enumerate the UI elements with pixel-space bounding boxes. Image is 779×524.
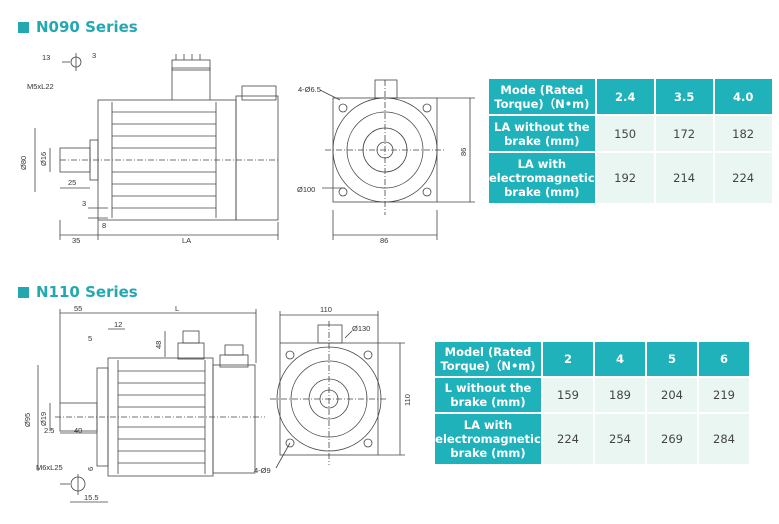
n110-dim-m6: M6xL25 xyxy=(36,463,63,472)
n110-torque-2: 4 xyxy=(595,342,645,376)
n110-dim-2-5: 2.5 xyxy=(44,426,54,435)
n090-row2-label: LA with electromagnetic brake (mm) xyxy=(489,153,595,203)
n090-row2-val1: 192 xyxy=(596,153,654,203)
n110-dim-110-vertical: 110 xyxy=(403,394,412,406)
n110-dim-phi19: Ø19 xyxy=(39,412,48,426)
n110-row2-val1: 224 xyxy=(543,414,593,464)
n110-dim-6: 6 xyxy=(86,467,95,471)
n090-row1-val2: 172 xyxy=(655,116,713,151)
n090-dim-86-horizontal: 86 xyxy=(380,236,388,245)
n110-torque-1: 2 xyxy=(543,342,593,376)
n110-row1-val2: 189 xyxy=(595,378,645,412)
n090-torque-2: 3.5 xyxy=(655,79,713,114)
n090-row1-val3: 182 xyxy=(714,116,772,151)
n090-torque-3: 4.0 xyxy=(714,79,772,114)
n110-dim-12: 12 xyxy=(114,320,122,329)
n110-dim-5: 5 xyxy=(88,334,92,343)
n110-row2-val4: 284 xyxy=(699,414,749,464)
n110-row1-val3: 204 xyxy=(647,378,697,412)
n110-section-title: N110 Series xyxy=(18,283,138,301)
n090-dim-25: 25 xyxy=(68,178,76,187)
n090-torque-1: 2.4 xyxy=(596,79,654,114)
n110-row1-val4: 219 xyxy=(699,378,749,412)
n110-torque-3: 5 xyxy=(647,342,697,376)
n090-dim-86-vertical: 86 xyxy=(459,148,468,156)
n110-torque-4: 6 xyxy=(699,342,749,376)
n090-row2-val2: 214 xyxy=(655,153,713,203)
n110-dim-110-horizontal: 110 xyxy=(320,305,332,314)
n090-dim-8: 8 xyxy=(102,221,106,230)
n110-spec-table: Model (Rated Torque)（N•m) 2 4 5 6 L with… xyxy=(433,340,751,466)
n110-dim-15-5: 15.5 xyxy=(84,493,99,502)
n110-dim-40: 40 xyxy=(74,426,82,435)
n090-dim-35: 35 xyxy=(72,236,80,245)
n090-row1-val1: 150 xyxy=(596,116,654,151)
n110-title-text: N110 Series xyxy=(36,283,138,301)
n110-dim-55: 55 xyxy=(74,304,82,313)
n110-dim-l: L xyxy=(175,304,179,313)
n090-title-text: N090 Series xyxy=(36,18,138,36)
n090-dim-phi16: Ø16 xyxy=(39,152,48,166)
n090-header-label: Mode (Rated Torque)（N•m) xyxy=(489,79,595,114)
n090-dim-3-top: 3 xyxy=(92,51,96,60)
n090-dim-holes: 4-Ø6.5 xyxy=(298,85,321,94)
n090-dim-phi100: Ø100 xyxy=(297,185,315,194)
n090-dim-phi80: Ø80 xyxy=(19,156,28,170)
n110-dim-48: 48 xyxy=(154,341,163,349)
n110-row2-label: LA with electromagnetic brake (mm) xyxy=(435,414,541,464)
n110-dim-phi95: Ø95 xyxy=(23,413,32,427)
n110-dim-phi130: Ø130 xyxy=(352,324,370,333)
n110-row2-val3: 269 xyxy=(647,414,697,464)
n110-dim-holes: 4-Ø9 xyxy=(254,466,271,475)
n110-row2-val2: 254 xyxy=(595,414,645,464)
n090-spec-table: Mode (Rated Torque)（N•m) 2.4 3.5 4.0 LA … xyxy=(487,77,774,205)
n110-row1-val1: 159 xyxy=(543,378,593,412)
title-square-icon xyxy=(18,286,29,298)
n090-section-title: N090 Series xyxy=(18,18,138,36)
n090-drawing: 13 3 M5xL22 Ø80 Ø16 25 3 8 35 LA 4-Ø6.5 … xyxy=(19,51,475,245)
n090-dim-m5: M5xL22 xyxy=(27,82,54,91)
n090-dim-la: LA xyxy=(182,236,191,245)
n090-row1-label: LA without the brake (mm) xyxy=(489,116,595,151)
n110-drawing: 55 L 12 48 5 Ø95 Ø19 2.5 40 M6xL25 6 15.… xyxy=(23,304,412,503)
n110-header-label: Model (Rated Torque)（N•m) xyxy=(435,342,541,376)
title-square-icon xyxy=(18,21,29,33)
n090-dim-3: 3 xyxy=(82,199,86,208)
n110-row1-label: L without the brake (mm) xyxy=(435,378,541,412)
n090-dim-13: 13 xyxy=(42,53,50,62)
n090-row2-val3: 224 xyxy=(714,153,772,203)
